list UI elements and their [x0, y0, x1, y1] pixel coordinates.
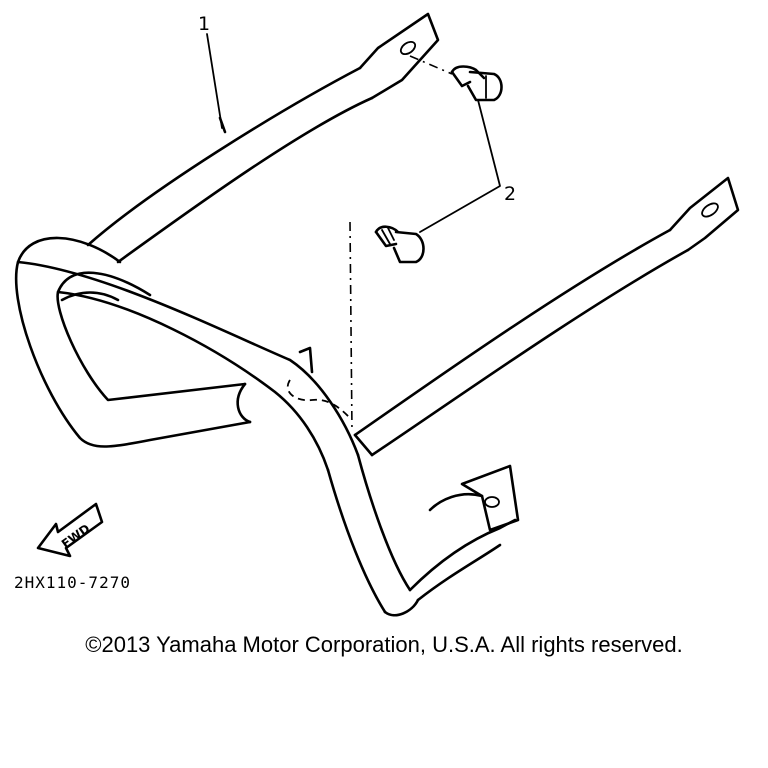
- guard-right-tube: [353, 228, 690, 457]
- guard-rear-tube: [86, 66, 374, 264]
- upper-mounting-bracket: [358, 12, 440, 100]
- callout-1-label: 1: [198, 13, 210, 35]
- bolt-lower: [374, 225, 425, 264]
- drawing-code: 2HX110-7270: [14, 573, 131, 592]
- callout-2-leader: [419, 99, 501, 233]
- lower-mounting-bracket: [408, 464, 520, 602]
- guard-front-loop: [14, 236, 420, 617]
- callout-2-label: 2: [504, 183, 516, 205]
- bolt-upper: [450, 65, 503, 102]
- callout-1-leader: [206, 33, 223, 129]
- right-mounting-bracket: [668, 176, 740, 252]
- lower-bolt-centerline: [349, 221, 353, 433]
- copyright-notice: ©2013 Yamaha Motor Corporation, U.S.A. A…: [85, 632, 683, 657]
- upper-bolt-centerline: [409, 55, 453, 75]
- hidden-joint-outline: [286, 379, 351, 419]
- forward-direction-arrow: FWD: [36, 502, 104, 558]
- fwd-arrow-label: FWD: [59, 521, 93, 551]
